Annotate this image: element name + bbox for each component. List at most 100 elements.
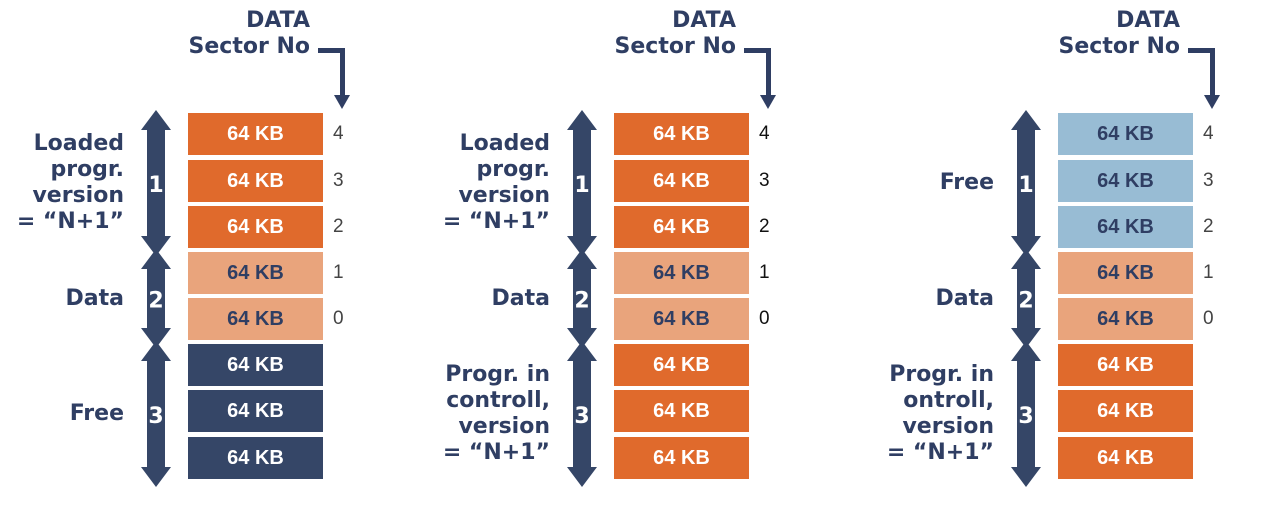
memory-block: 64 KB (614, 206, 749, 248)
memory-block: 64 KB (614, 437, 749, 479)
double-arrow-shape (1011, 341, 1041, 487)
group-number: 2 (574, 289, 589, 314)
memory-block: 64 KB (188, 113, 323, 155)
group-number: 2 (1018, 289, 1033, 314)
sector-pointer-vertical (340, 48, 345, 96)
group-3-label: Free (70, 401, 124, 427)
group-2-label: Data (492, 286, 550, 312)
group-number: 3 (1018, 404, 1033, 429)
double-arrow-shape (567, 341, 597, 487)
sector-pointer-vertical (1210, 48, 1215, 96)
group-number: 1 (148, 173, 163, 198)
header-line-data: DATA (1116, 8, 1180, 33)
group-label-line: controll, (446, 388, 550, 413)
sector-number: 3 (333, 170, 344, 191)
sector-number: 1 (759, 262, 770, 283)
sector-number: 3 (1203, 170, 1214, 191)
group-label-line: progr. (476, 157, 550, 182)
double-arrow-shape (141, 341, 171, 487)
group-2-double-arrow: 2 (567, 249, 597, 348)
memory-block: 64 KB (614, 298, 749, 340)
memory-block: 64 KB (614, 390, 749, 432)
memory-block: 64 KB (1058, 298, 1193, 340)
sector-number: 0 (759, 308, 770, 329)
header-line-data: DATA (246, 8, 310, 33)
sector-number: 4 (333, 123, 344, 144)
double-arrow-shape (1011, 110, 1041, 256)
sector-number: 2 (759, 216, 770, 237)
sector-number: 1 (333, 262, 344, 283)
group-number: 1 (1018, 173, 1033, 198)
memory-block: 64 KB (614, 344, 749, 386)
group-1-double-arrow: 1 (1011, 110, 1041, 256)
header-line-data: DATA (672, 8, 736, 33)
memory-block: 64 KB (1058, 390, 1193, 432)
group-label-line: Free (69, 401, 124, 426)
sector-pointer-horizontal (1188, 48, 1215, 53)
group-label-line: = “N+1” (16, 209, 124, 234)
memory-block: 64 KB (188, 252, 323, 294)
header-line-sector-no: Sector No (188, 34, 310, 59)
group-number: 3 (574, 404, 589, 429)
group-label-line: Free (939, 170, 994, 195)
sector-pointer-arrowhead (760, 95, 776, 109)
sector-number: 4 (1203, 123, 1214, 144)
group-label-line: version (458, 414, 550, 439)
group-3-double-arrow: 3 (1011, 341, 1041, 487)
group-3-double-arrow: 3 (141, 341, 171, 487)
sector-number: 2 (333, 216, 344, 237)
group-1-label: Free (940, 170, 994, 196)
group-1-double-arrow: 1 (567, 110, 597, 256)
group-number: 2 (148, 289, 163, 314)
header-line-sector-no: Sector No (1058, 34, 1180, 59)
double-arrow-shape (567, 249, 597, 348)
group-label-line: = “N+1” (442, 440, 550, 465)
group-1-double-arrow: 1 (141, 110, 171, 256)
memory-block: 64 KB (188, 390, 323, 432)
group-label-line: version (458, 183, 550, 208)
sector-pointer-horizontal (744, 48, 771, 53)
group-label-line: version (32, 183, 124, 208)
group-label-line: = “N+1” (886, 440, 994, 465)
group-label-line: = “N+1” (442, 209, 550, 234)
sector-pointer-vertical (766, 48, 771, 96)
group-2-double-arrow: 2 (141, 249, 171, 348)
sector-number: 0 (1203, 308, 1214, 329)
memory-block: 64 KB (1058, 252, 1193, 294)
group-label-line: progr. (50, 157, 124, 182)
sector-number: 4 (759, 123, 770, 144)
group-2-label: Data (936, 286, 994, 312)
memory-block: 64 KB (1058, 437, 1193, 479)
group-label-line: Data (491, 286, 550, 311)
memory-block: 64 KB (1058, 344, 1193, 386)
memory-block: 64 KB (614, 252, 749, 294)
group-2-double-arrow: 2 (1011, 249, 1041, 348)
memory-block: 64 KB (188, 206, 323, 248)
sector-pointer-horizontal (318, 48, 345, 53)
memory-block: 64 KB (1058, 206, 1193, 248)
sector-number: 0 (333, 308, 344, 329)
memory-block: 64 KB (188, 437, 323, 479)
memory-block: 64 KB (1058, 113, 1193, 155)
memory-block: 64 KB (614, 113, 749, 155)
sector-number: 3 (759, 170, 770, 191)
double-arrow-shape (141, 249, 171, 348)
memory-block: 64 KB (1058, 160, 1193, 202)
double-arrow-shape (1011, 249, 1041, 348)
group-label-line: Data (65, 286, 124, 311)
sector-number: 2 (1203, 216, 1214, 237)
group-2-label: Data (66, 286, 124, 312)
double-arrow-shape (567, 110, 597, 256)
group-label-line: Loaded (459, 131, 550, 156)
group-label-line: Progr. in (445, 362, 550, 387)
